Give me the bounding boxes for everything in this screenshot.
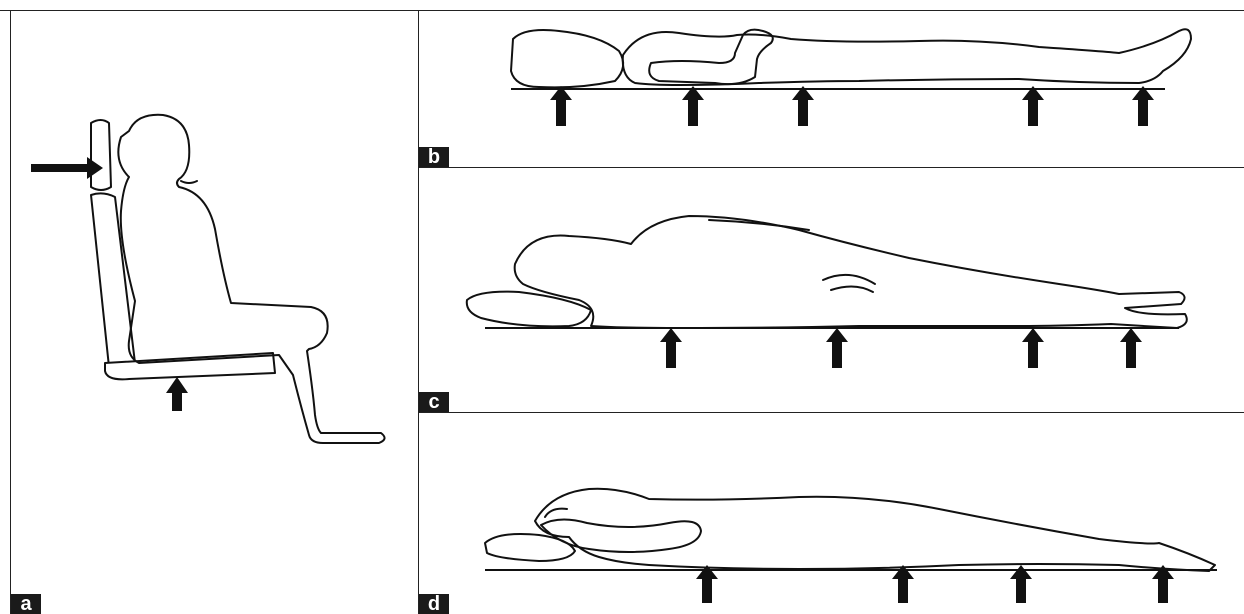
panel-a: a <box>11 11 417 614</box>
panel-label-d: d <box>419 594 449 614</box>
panel-c: c <box>419 168 1244 412</box>
panel-label-b: b <box>419 147 449 167</box>
supine-posture-drawing <box>419 11 1244 167</box>
side-lying-posture-drawing <box>419 168 1244 412</box>
prone-posture-drawing <box>419 413 1244 614</box>
panel-label-c: c <box>419 392 449 412</box>
seated-posture-drawing <box>11 11 417 614</box>
panel-d: d <box>419 413 1244 614</box>
panel-b: b <box>419 11 1244 167</box>
arrow-seat-support <box>166 377 188 411</box>
panel-label-a: a <box>11 594 41 614</box>
